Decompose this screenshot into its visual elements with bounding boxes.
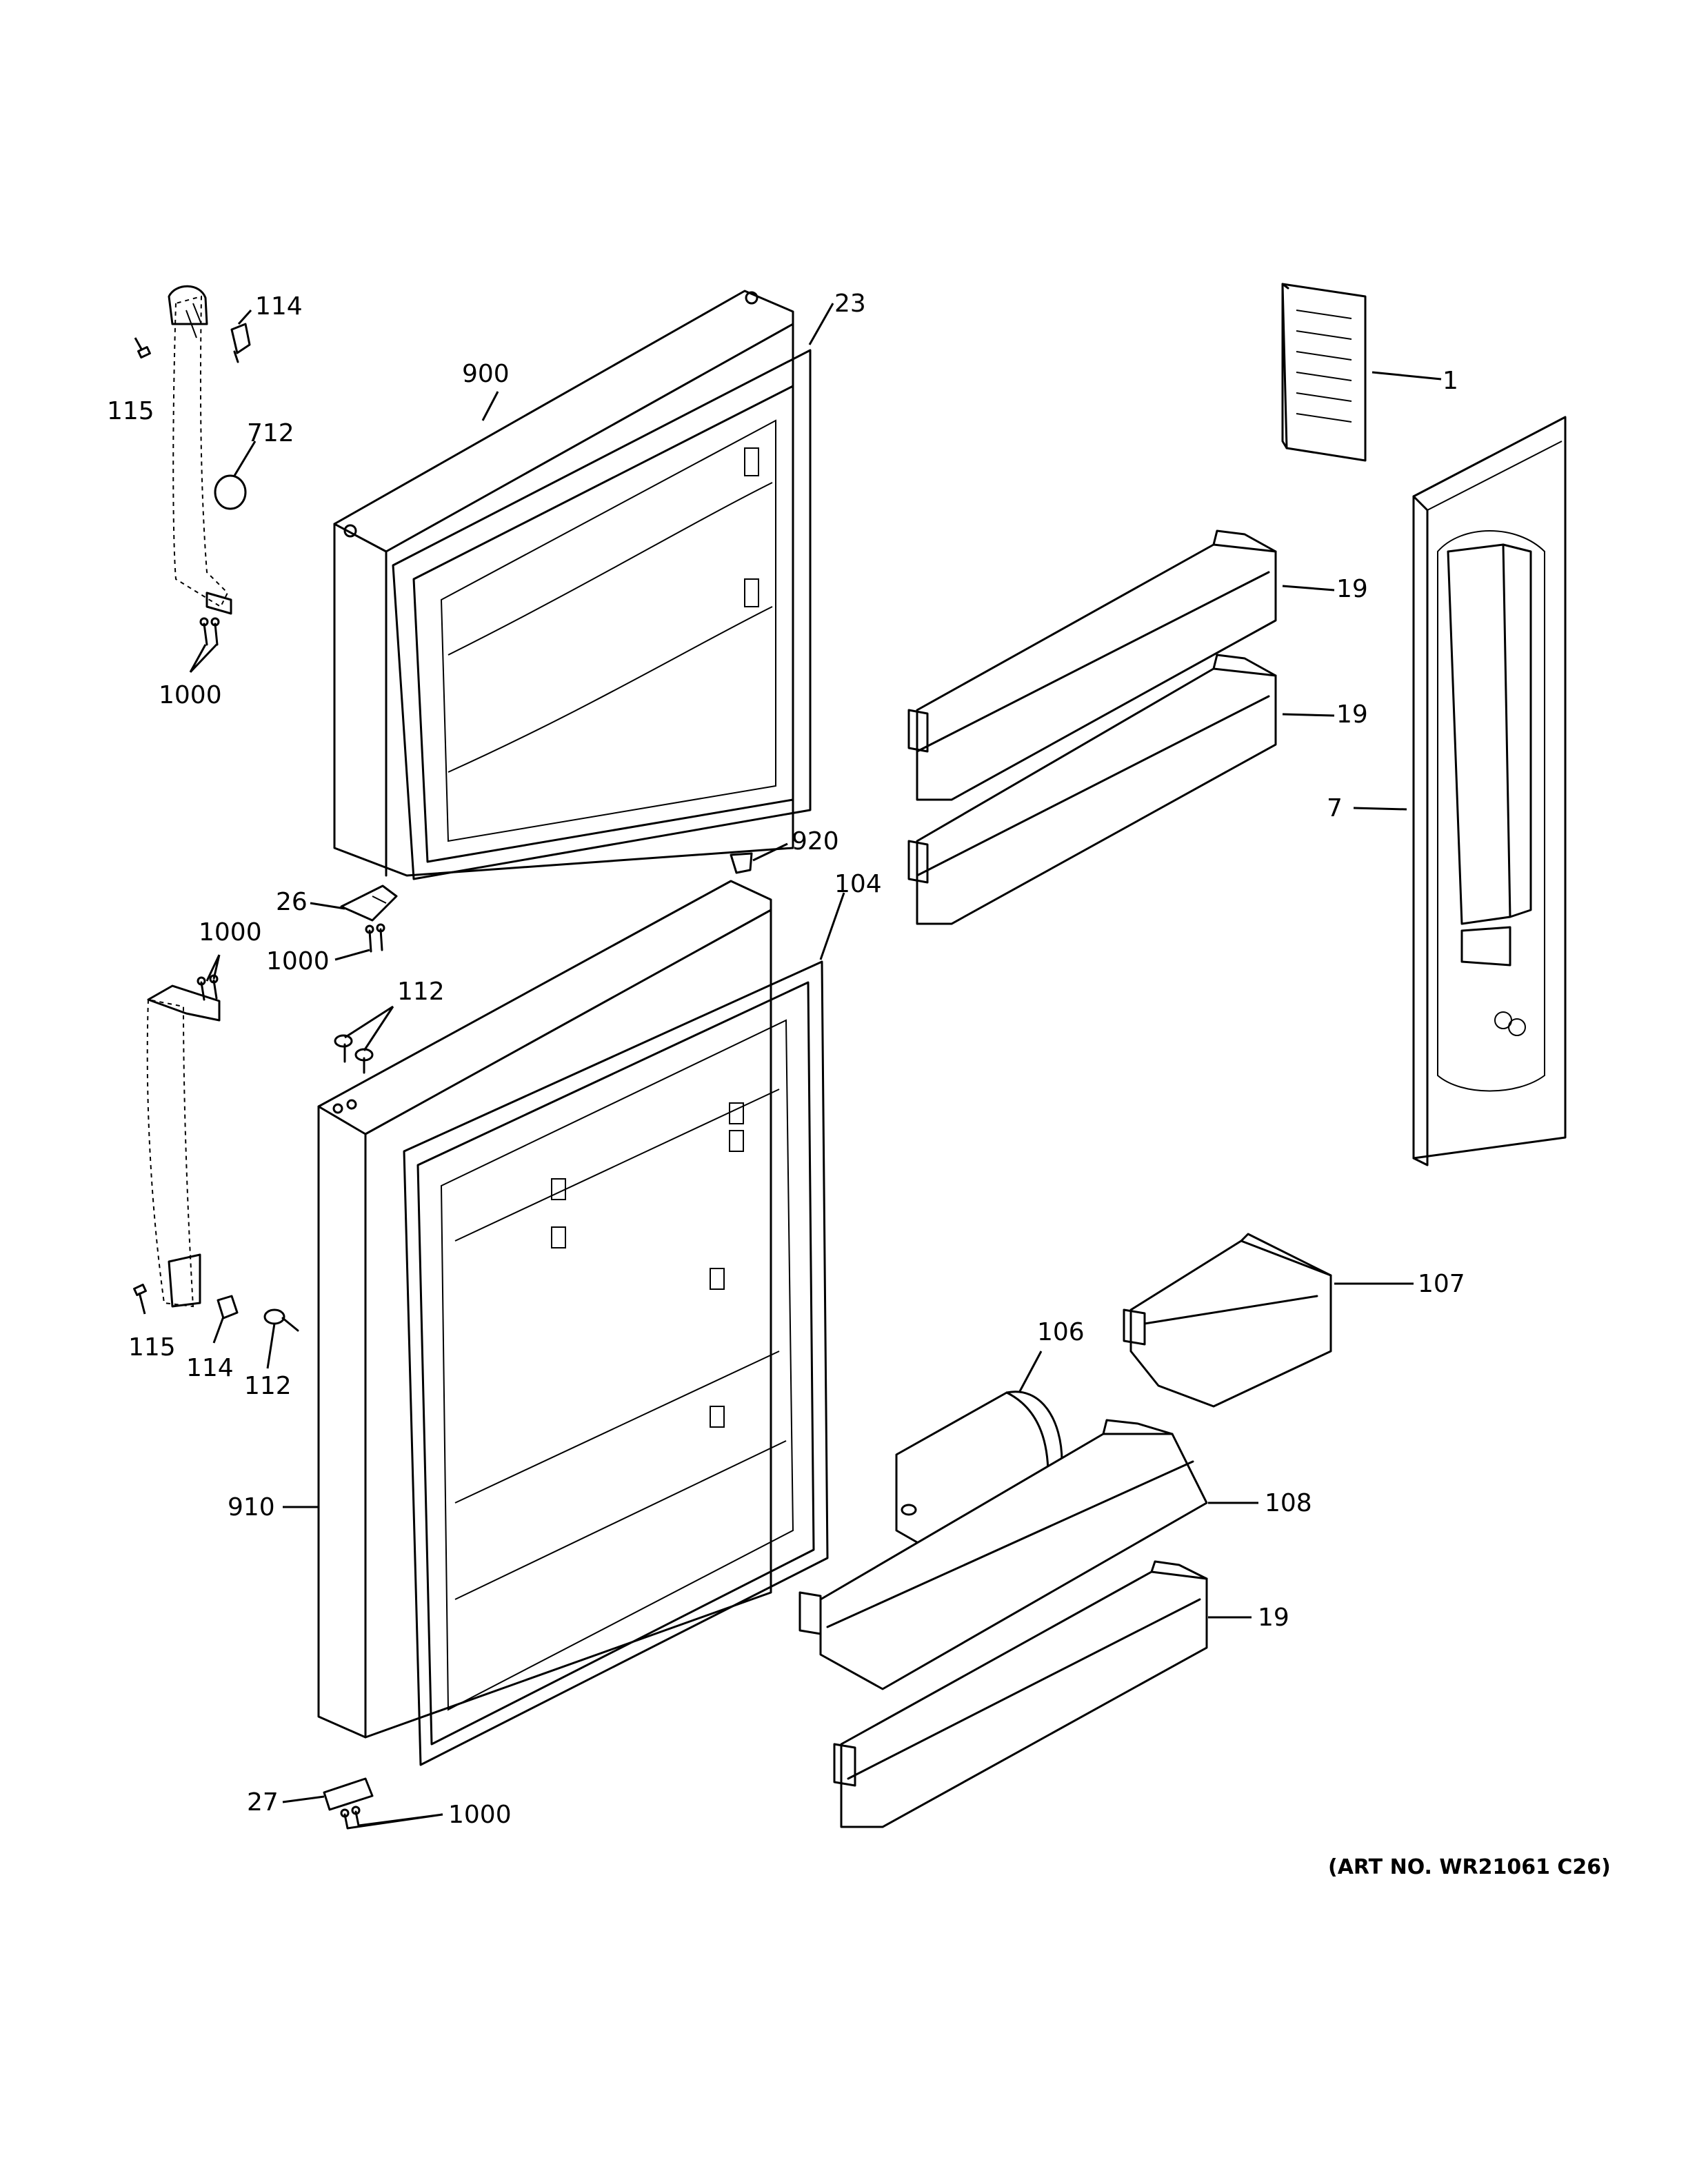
callout-920: 920 xyxy=(792,827,839,856)
door-bin-19-lower xyxy=(833,1560,1208,1828)
callout-26: 26 xyxy=(276,888,308,916)
cap-115-bottom-icon xyxy=(133,1284,147,1296)
freezer-door-900 xyxy=(333,290,794,877)
freezer-gasket-23 xyxy=(392,349,812,880)
callout-19-b: 19 xyxy=(1336,700,1368,729)
callout-19-c: 19 xyxy=(1258,1604,1289,1632)
callout-114-top: 114 xyxy=(255,292,303,321)
callout-115-bottom: 115 xyxy=(128,1333,176,1362)
callout-1000-bottom: 1000 xyxy=(448,1801,512,1829)
callout-900: 900 xyxy=(462,360,510,388)
callout-labels: 114 115 712 1000 900 23 1 19 19 7 920 10… xyxy=(107,290,1465,1829)
screws-1000-mid-icon xyxy=(365,923,385,953)
upper-door-handle xyxy=(168,285,232,615)
callout-7: 7 xyxy=(1327,794,1343,822)
lower-door-handle xyxy=(146,984,221,1308)
cap-115-top-icon xyxy=(137,346,151,358)
callout-115-top: 115 xyxy=(107,397,154,425)
callout-106: 106 xyxy=(1037,1318,1085,1346)
callout-104: 104 xyxy=(834,870,882,898)
cap-920-icon xyxy=(730,852,753,874)
screws-112-top-icon xyxy=(334,1034,374,1074)
door-bin-19-upper xyxy=(907,529,1277,801)
callout-712: 712 xyxy=(247,419,294,447)
callout-114-bottom: 114 xyxy=(186,1354,234,1382)
callout-1000-mid-a: 1000 xyxy=(199,918,262,947)
callout-112-bottom: 112 xyxy=(244,1372,292,1400)
callout-910: 910 xyxy=(228,1493,275,1521)
oring-712-icon xyxy=(214,474,247,510)
screw-114-top-icon xyxy=(230,323,251,363)
handle-package-7 xyxy=(1412,416,1567,1166)
door-bin-108 xyxy=(798,1419,1208,1690)
callout-107: 107 xyxy=(1418,1270,1465,1298)
screw-112-bottom-icon xyxy=(263,1308,299,1332)
callout-108: 108 xyxy=(1265,1489,1312,1517)
screws-1000-handle-icon xyxy=(197,974,219,1001)
callout-19-a: 19 xyxy=(1336,575,1368,603)
callout-27: 27 xyxy=(247,1788,279,1817)
callout-23: 23 xyxy=(834,290,866,318)
screws-1000-bottom-icon xyxy=(340,1806,361,1830)
callout-1000-top: 1000 xyxy=(159,681,222,709)
dairy-bin-107 xyxy=(1123,1233,1332,1408)
leader-lines xyxy=(134,303,1442,1830)
manual-1-icon xyxy=(1281,283,1367,462)
door-bin-19-middle xyxy=(907,654,1277,925)
hinge-26-icon xyxy=(340,884,398,922)
screws-1000-top-icon xyxy=(199,617,220,646)
bracket-27-icon xyxy=(323,1777,374,1811)
fresh-food-door-910 xyxy=(317,880,772,1739)
art-number: (ART NO. WR21061 C26) xyxy=(1328,1855,1611,1879)
callout-1000-mid-b: 1000 xyxy=(266,947,330,975)
screw-114-bottom-icon xyxy=(217,1295,239,1320)
fresh-food-gasket-104 xyxy=(403,960,829,1766)
callout-112-top: 112 xyxy=(397,978,445,1006)
callout-1: 1 xyxy=(1443,367,1458,395)
